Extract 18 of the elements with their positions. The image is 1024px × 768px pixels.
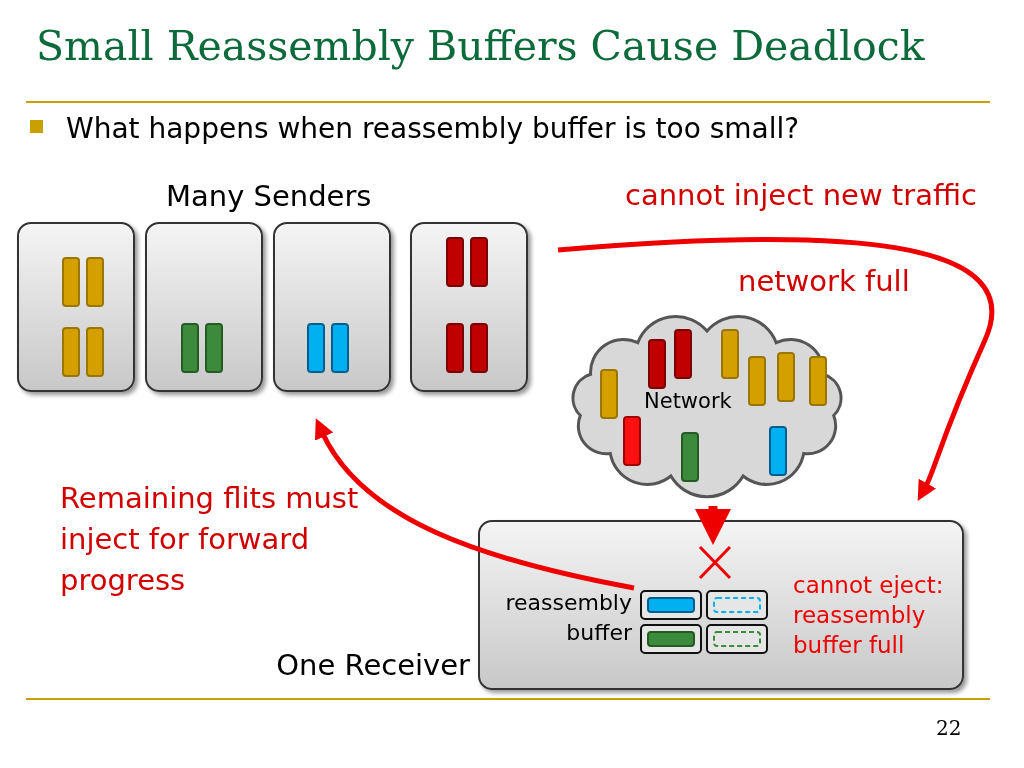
arrow (557, 237, 994, 502)
annotation-text: network full (738, 264, 910, 298)
slide-title: Small Reassembly Buffers Cause Deadlock (36, 22, 925, 70)
arrow (314, 418, 635, 591)
arrow (695, 506, 731, 545)
group-heading: One Receiver (276, 648, 470, 682)
bullet-text: What happens when reassembly buffer is too small? (66, 112, 800, 145)
sender-box (410, 222, 528, 392)
node-label: reassembly buffer (504, 589, 632, 647)
node-label: Network (644, 389, 732, 413)
sender-box (273, 222, 391, 392)
edge-label: cannot inject new traffic (625, 178, 977, 212)
sender-box (145, 222, 263, 392)
edge-label: Remaining flits must inject for forward progress (60, 480, 360, 599)
sender-box (17, 222, 135, 392)
group-heading: Many Senders (166, 179, 372, 213)
annotation-text: cannot eject: reassembly buffer full (793, 571, 945, 660)
page-number: 22 (936, 716, 962, 740)
